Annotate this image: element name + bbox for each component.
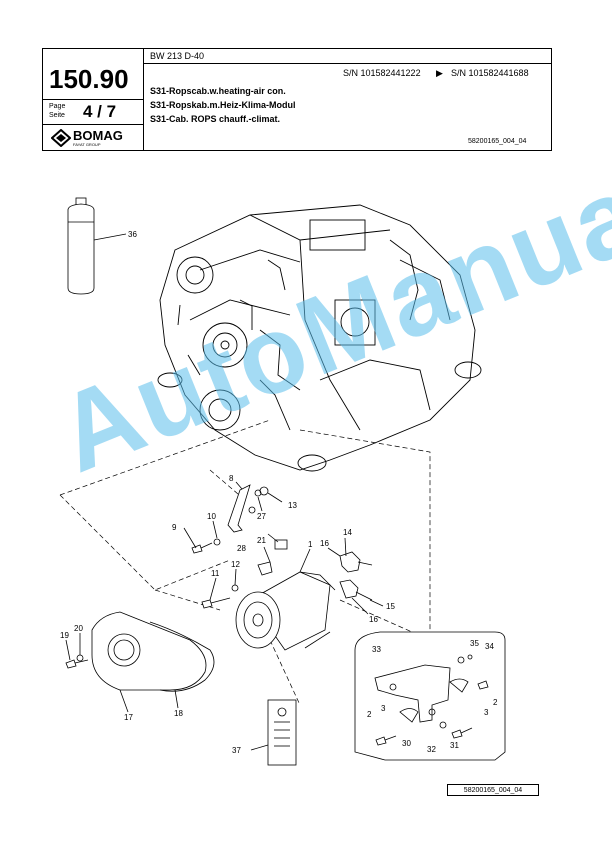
seite-label: Seite bbox=[49, 112, 65, 119]
callout-20: 20 bbox=[74, 624, 83, 633]
header-divider-top bbox=[143, 63, 551, 64]
callout-33: 33 bbox=[372, 645, 381, 654]
callout-3b: 3 bbox=[381, 704, 386, 713]
header-divider-logo bbox=[43, 124, 143, 125]
bracket-part bbox=[227, 484, 251, 533]
callout-30: 30 bbox=[402, 739, 411, 748]
drawing-id: 58200165_004_04 bbox=[468, 138, 527, 145]
callout-12: 12 bbox=[231, 560, 240, 569]
header-block: BW 213 D-40 150.90 Page Seite 4 / 7 S/N … bbox=[42, 48, 552, 151]
serial-arrow: ▶ bbox=[436, 68, 443, 78]
callout-21: 21 bbox=[257, 536, 266, 545]
model-name: BW 213 D-40 bbox=[150, 51, 205, 61]
bomag-diamond-icon bbox=[51, 129, 71, 147]
callout-16: 16 bbox=[320, 539, 329, 548]
callout-35: 35 bbox=[470, 639, 479, 648]
callout-8: 8 bbox=[229, 474, 234, 483]
callout-2b: 2 bbox=[367, 710, 372, 719]
callout-18: 18 bbox=[174, 709, 183, 718]
callout-34: 34 bbox=[485, 642, 494, 651]
callout-2a: 2 bbox=[493, 698, 498, 707]
callout-10: 10 bbox=[207, 512, 216, 521]
callout-14: 14 bbox=[343, 528, 352, 537]
callout-36: 36 bbox=[128, 230, 137, 239]
compressor-part bbox=[235, 571, 336, 651]
page-of: 4 / 7 bbox=[83, 102, 117, 121]
bottle-icon bbox=[67, 197, 95, 295]
bomag-logo: BOMAG FAYAT GROUP bbox=[51, 128, 141, 148]
header-divider-vertical bbox=[143, 49, 144, 150]
brand-name: BOMAG bbox=[73, 128, 123, 143]
callout-28: 28 bbox=[237, 544, 246, 553]
header-divider-page bbox=[43, 99, 143, 100]
page-label: Page bbox=[49, 103, 66, 110]
callout-3a: 3 bbox=[484, 708, 489, 717]
callout-27: 27 bbox=[257, 512, 266, 521]
engine-block bbox=[157, 204, 482, 472]
callout-17: 17 bbox=[124, 713, 133, 722]
callout-31: 31 bbox=[450, 741, 459, 750]
title-fr: S31-Cab. ROPS chauff.-climat. bbox=[150, 114, 281, 124]
belt-guard-part bbox=[91, 611, 215, 692]
label-sticker bbox=[267, 699, 297, 766]
footer-drawing-ref: 58200165_004_04 bbox=[447, 784, 539, 796]
callout-37: 37 bbox=[232, 746, 241, 755]
callout-11: 11 bbox=[211, 569, 220, 578]
page-number: 150.90 bbox=[49, 64, 129, 94]
title-de: S31-Ropskab.m.Heiz-Klima-Modul bbox=[150, 100, 296, 110]
title-en: S31-Ropscab.w.heating-air con. bbox=[150, 86, 286, 96]
callout-16b: 16 bbox=[369, 615, 378, 624]
callout-19: 19 bbox=[60, 631, 69, 640]
callout-1: 1 bbox=[308, 540, 313, 549]
brand-sub: FAYAT GROUP bbox=[73, 142, 101, 147]
serial-to: S/N 101582441688 bbox=[451, 68, 529, 78]
callout-13: 13 bbox=[288, 501, 297, 510]
callout-9: 9 bbox=[172, 523, 177, 532]
callout-15: 15 bbox=[386, 602, 395, 611]
callout-numbers: 36 8 13 27 10 9 21 28 1 14 16 12 11 15 1… bbox=[60, 230, 498, 755]
serial-from: S/N 101582441222 bbox=[343, 68, 421, 78]
callout-32: 32 bbox=[427, 745, 436, 754]
detail-inset bbox=[354, 631, 506, 761]
